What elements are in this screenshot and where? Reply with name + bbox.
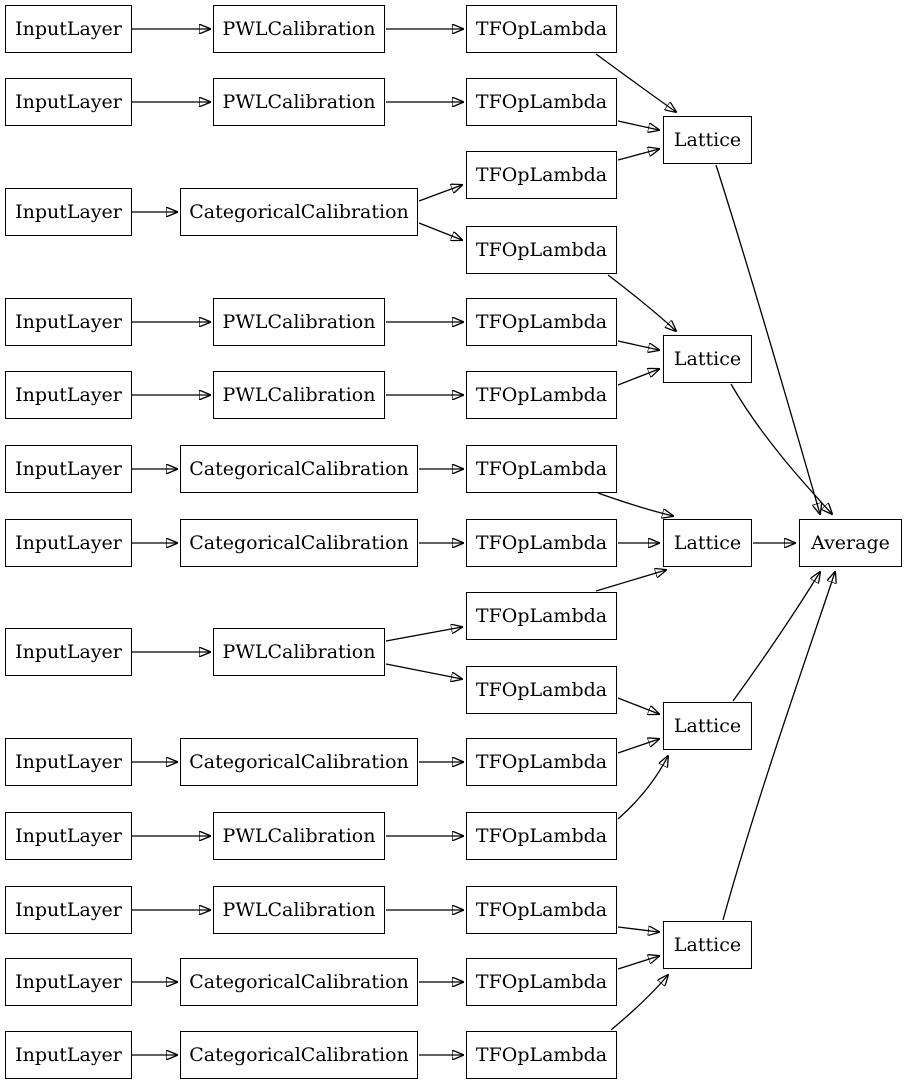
node-categorical-calibration-5: CategoricalCalibration [180,958,418,1006]
node-tfop-lambda-12: TFOpLambda [466,812,617,860]
edge-pwl5-tfl9 [385,627,462,642]
node-input-layer-7: InputLayer [5,519,132,567]
node-lattice-1: Lattice [663,116,752,164]
node-tfop-lambda-15: TFOpLambda [466,1031,617,1079]
edge-pwl5-tfl10 [385,663,462,679]
edge-tfl6-lat2 [617,369,659,386]
node-tfop-lambda-6: TFOpLambda [466,371,617,419]
node-input-layer-3: InputLayer [5,188,132,236]
node-lattice-2: Lattice [663,335,752,383]
edge-tfl3-lat1 [617,149,659,161]
node-input-layer-1: InputLayer [5,5,132,53]
edge-tfl12-lat4 [617,756,668,820]
node-tfop-lambda-9: TFOpLambda [466,592,617,640]
node-input-layer-2: InputLayer [5,78,132,126]
node-tfop-lambda-11: TFOpLambda [466,738,617,786]
edge-tfl2-lat1 [617,120,659,130]
edge-tfl7-lat3 [597,492,673,516]
node-lattice-3: Lattice [663,519,752,567]
node-tfop-lambda-7: TFOpLambda [466,445,617,493]
edge-tfl14-lat5 [617,956,659,970]
node-input-layer-10: InputLayer [5,812,132,860]
node-categorical-calibration-2: CategoricalCalibration [180,445,418,493]
node-input-layer-13: InputLayer [5,1031,132,1079]
node-tfop-lambda-2: TFOpLambda [466,78,617,126]
node-input-layer-9: InputLayer [5,738,132,786]
node-input-layer-5: InputLayer [5,371,132,419]
node-tfop-lambda-3: TFOpLambda [466,151,617,199]
edge-lat5-avg [722,572,835,921]
edge-tfl10-lat4 [617,697,659,714]
edge-tfl15-lat5 [610,975,668,1031]
node-tfop-lambda-4: TFOpLambda [466,226,617,274]
edge-tfl9-lat3 [595,570,666,592]
node-input-layer-12: InputLayer [5,958,132,1006]
node-input-layer-8: InputLayer [5,628,132,676]
node-pwl-calibration-7: PWLCalibration [213,886,385,934]
edge-tfl11-lat4 [617,739,659,754]
edge-cc1-tfl4 [418,222,462,240]
edge-lat2-avg [730,383,832,514]
node-lattice-4: Lattice [663,702,752,750]
edge-lat4-avg [732,572,820,702]
node-tfop-lambda-5: TFOpLambda [466,298,617,346]
node-pwl-calibration-4: PWLCalibration [213,371,385,419]
edge-tfl1-lat1 [595,53,676,112]
node-pwl-calibration-3: PWLCalibration [213,298,385,346]
node-tfop-lambda-10: TFOpLambda [466,666,617,714]
node-pwl-calibration-1: PWLCalibration [213,5,385,53]
node-categorical-calibration-3: CategoricalCalibration [180,519,418,567]
node-input-layer-4: InputLayer [5,298,132,346]
node-pwl-calibration-6: PWLCalibration [213,812,385,860]
node-categorical-calibration-1: CategoricalCalibration [180,188,418,236]
edge-lat1-avg [715,164,820,514]
node-lattice-5: Lattice [663,921,752,969]
edge-tfl4-lat2 [607,274,676,331]
node-tfop-lambda-8: TFOpLambda [466,519,617,567]
edge-tfl13-lat5 [617,927,659,932]
node-input-layer-6: InputLayer [5,445,132,493]
node-input-layer-11: InputLayer [5,886,132,934]
node-tfop-lambda-1: TFOpLambda [466,5,617,53]
node-categorical-calibration-6: CategoricalCalibration [180,1031,418,1079]
node-pwl-calibration-5: PWLCalibration [213,628,385,676]
node-tfop-lambda-14: TFOpLambda [466,958,617,1006]
edge-tfl5-lat2 [617,340,659,350]
edge-cc1-tfl3 [418,185,462,202]
node-average: Average [799,519,902,567]
node-tfop-lambda-13: TFOpLambda [466,886,617,934]
node-pwl-calibration-2: PWLCalibration [213,78,385,126]
node-categorical-calibration-4: CategoricalCalibration [180,738,418,786]
